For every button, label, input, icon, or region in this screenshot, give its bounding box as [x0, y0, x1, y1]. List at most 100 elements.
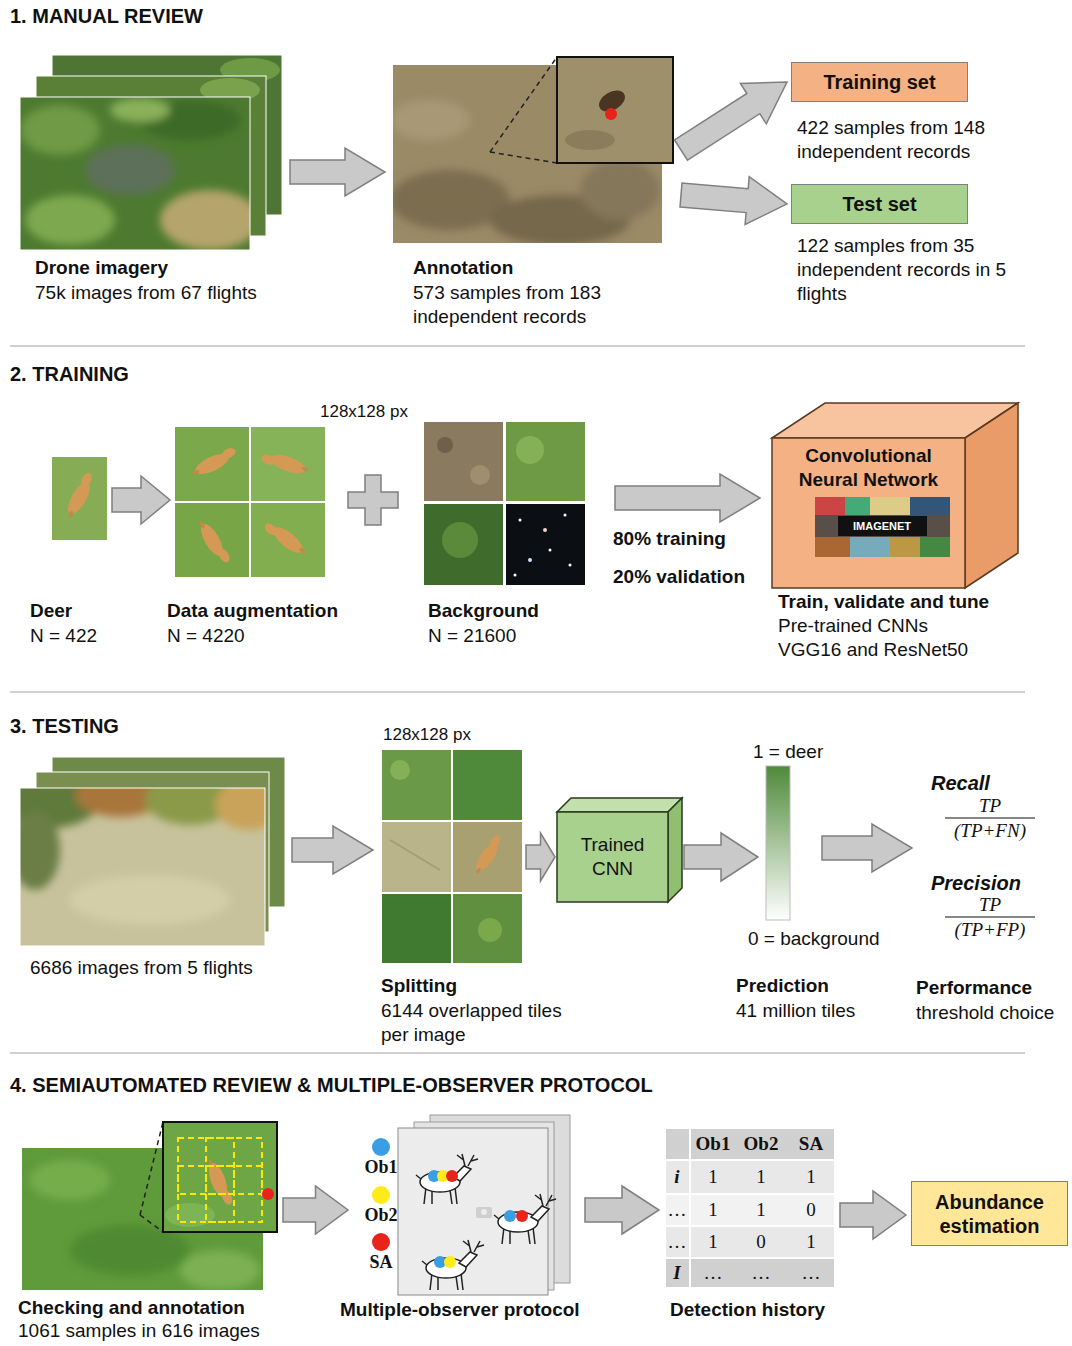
art-rect	[506, 422, 585, 501]
art-circle	[519, 519, 522, 522]
drone-imagery-panel: Drone imagery75k images from 67 flights	[20, 55, 282, 250]
section-heading: 3. TESTING	[10, 714, 119, 738]
art-use	[260, 448, 311, 478]
table-cell: 1	[806, 1230, 816, 1254]
art-ellipse	[85, 145, 175, 195]
node-title: Prediction	[736, 974, 886, 998]
art-use	[189, 446, 239, 480]
section-heading: 1. MANUAL REVIEW	[10, 4, 203, 28]
art-rect	[557, 57, 673, 163]
art-rect	[175, 427, 249, 501]
art-circle	[528, 558, 532, 562]
table-header: Ob1	[696, 1132, 731, 1156]
node-title: Training set	[823, 70, 935, 94]
art-circle	[549, 549, 552, 552]
art-use	[416, 1154, 478, 1204]
art-rect	[838, 516, 927, 536]
art-ellipse	[180, 1250, 260, 1290]
section-heading: 2. TRAINING	[10, 362, 129, 386]
deer-sample	[52, 457, 107, 540]
block-arrow	[680, 177, 787, 225]
art-rect	[920, 537, 950, 557]
annotation-panel: Annotation573 samples from 183 independe…	[393, 57, 673, 243]
art-use	[62, 471, 99, 520]
table-cell: 1	[708, 1198, 718, 1222]
metric-name: Recall	[931, 771, 990, 795]
node-caption: 41 million tiles	[736, 999, 906, 1023]
legend-text: Ob2	[364, 1205, 397, 1225]
node-title: Data augmentation	[167, 599, 367, 623]
art-use	[471, 834, 506, 877]
art-circle	[543, 528, 547, 532]
tile-grid: Splitting6144 overlapped tiles per image	[382, 750, 522, 963]
node-caption: N = 21600	[428, 624, 578, 648]
node-title: Annotation	[413, 256, 663, 280]
art-rect	[476, 1207, 492, 1218]
node-title: Test set	[842, 192, 916, 216]
art-polygon	[965, 403, 1018, 588]
section-dividers	[10, 346, 1025, 1053]
block-arrow	[112, 476, 170, 524]
art-ellipse	[20, 810, 60, 890]
block-arrow	[840, 1191, 906, 1239]
art-rect	[52, 457, 107, 540]
art-rect	[453, 750, 522, 820]
block-arrow	[822, 824, 912, 872]
art-g	[163, 1122, 277, 1232]
art-line	[10, 1052, 1025, 1054]
art-circle	[390, 760, 410, 780]
abundance-box: Abundance estimation	[911, 1181, 1068, 1246]
block-arrow	[283, 1186, 348, 1234]
table-cell: 1	[708, 1230, 718, 1254]
art-rect	[175, 503, 249, 577]
node-title: Abundance estimation	[920, 1190, 1059, 1238]
art-circle	[481, 1209, 487, 1215]
art-rect	[453, 894, 522, 963]
art-line	[945, 916, 1035, 917]
art-line	[140, 1122, 163, 1215]
augmentation-grid: Data augmentationN = 4220	[175, 427, 325, 577]
test-imagery	[0, 757, 285, 946]
art-ellipse	[580, 160, 660, 220]
table-header: SA	[799, 1132, 823, 1156]
art-g	[178, 1138, 262, 1222]
background-grid: BackgroundN = 21600	[424, 422, 585, 585]
legend-text: SA	[369, 1252, 392, 1272]
art-circle	[442, 522, 478, 558]
augmentation-tiles	[175, 427, 325, 577]
art-ellipse	[20, 105, 100, 155]
logo-text: IMAGENET	[853, 519, 911, 533]
training-set-box: Training set422 samples from 148 indepen…	[791, 62, 968, 102]
prediction-gradient	[766, 766, 790, 920]
art-g	[20, 788, 265, 925]
formula-part: (TP+FP)	[955, 919, 1026, 941]
art-circle	[446, 1170, 458, 1182]
node-title: Multiple-observer protocol	[340, 1298, 610, 1322]
node-caption: 6144 overlapped tiles per image	[381, 999, 586, 1047]
node-title: Convolutional Neural Network	[778, 444, 959, 492]
node-title: Drone imagery	[35, 256, 295, 280]
art-g	[20, 98, 250, 250]
art-line	[945, 817, 1035, 818]
art-ellipse	[565, 130, 615, 150]
imagenet-logo	[815, 497, 950, 557]
art-rect	[772, 438, 965, 588]
table-cell: 1	[756, 1198, 766, 1222]
observer-frames	[398, 1115, 570, 1295]
art-circle	[437, 437, 453, 453]
formula-part: TP	[979, 894, 1001, 916]
checking-image	[22, 1122, 277, 1290]
art-rect	[424, 422, 503, 501]
art-use	[494, 1194, 556, 1244]
art-ellipse	[165, 1203, 215, 1227]
block-arrow	[675, 82, 788, 160]
metric-name: Precision	[931, 871, 1021, 895]
size-note: 128x128 px	[383, 723, 471, 747]
block-arrow	[290, 148, 385, 196]
art-rect	[163, 1122, 277, 1232]
art-rect	[845, 497, 870, 515]
art-polygon	[557, 798, 682, 812]
art-line	[140, 1215, 163, 1232]
art-line	[10, 691, 1025, 693]
block-arrow	[585, 1186, 659, 1234]
